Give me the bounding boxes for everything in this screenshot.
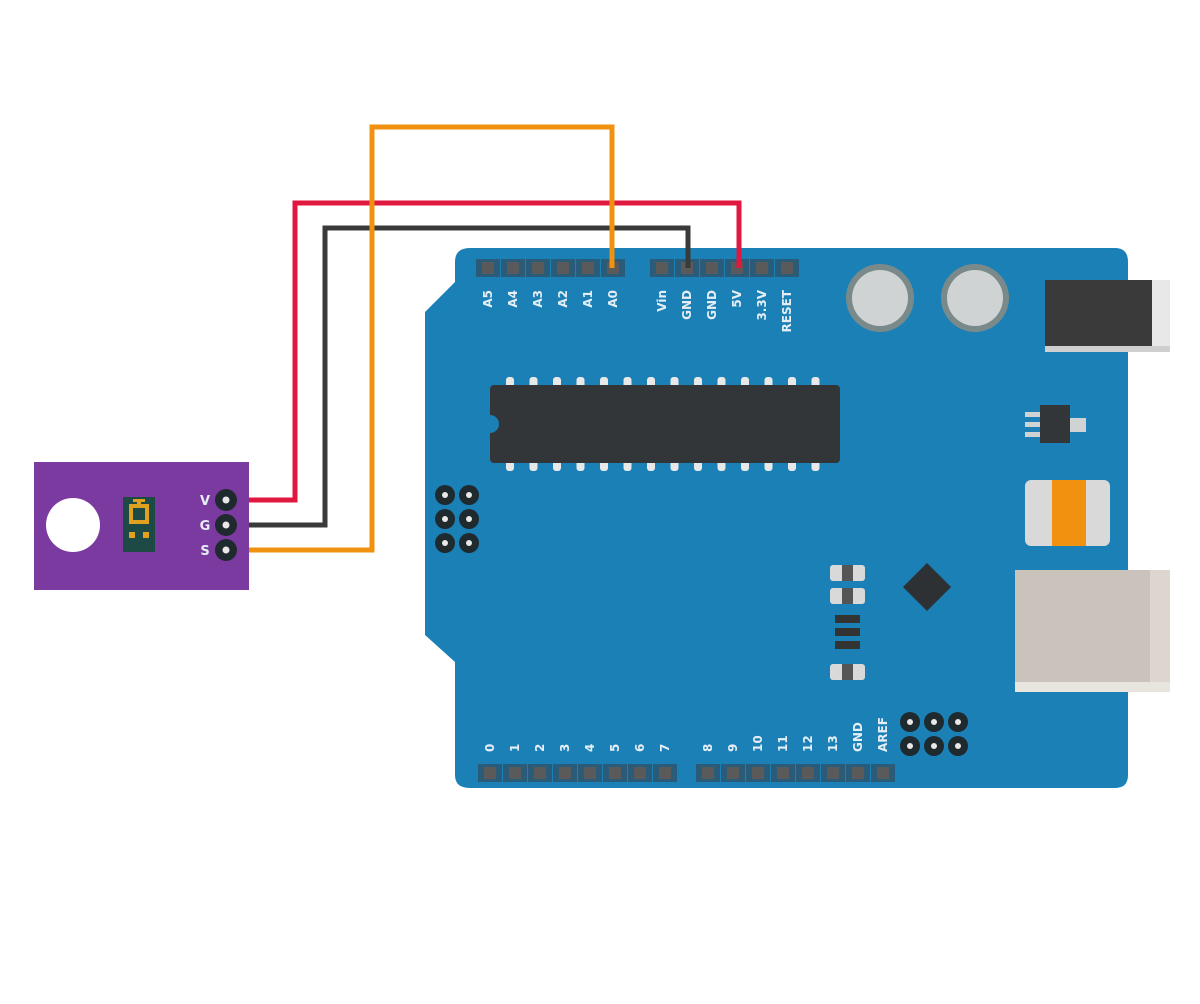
- header-pin: [781, 262, 793, 274]
- pin-label: 3.3V: [755, 289, 769, 320]
- sensor-chip: [123, 497, 155, 552]
- pin-label: 3: [558, 744, 572, 752]
- top-header: A5 A4 A3 A2 A1 A0 Vin GND GND 5V 3.3V RESET: [476, 259, 799, 332]
- pin-label: AREF: [876, 717, 890, 752]
- icsp-header-right: [900, 712, 968, 756]
- capacitor-2: [941, 264, 1009, 332]
- voltage-regulator: [1025, 405, 1086, 443]
- header-pin: [827, 767, 839, 779]
- pin-label: A3: [531, 290, 545, 308]
- wire-gnd: [236, 225, 691, 528]
- dc-power-jack: [1045, 280, 1170, 352]
- crystal-component: [1025, 480, 1110, 546]
- header-pin: [727, 767, 739, 779]
- pin-label: 5V: [730, 289, 744, 307]
- sensor-pin-label: V: [200, 494, 210, 509]
- pin-label: 7: [658, 744, 672, 752]
- pin-label: 9: [726, 744, 740, 752]
- header-pin: [752, 767, 764, 779]
- header-pin: [877, 767, 889, 779]
- pin-label: 0: [483, 744, 497, 752]
- header-pin: [584, 767, 596, 779]
- pin-label: A5: [481, 290, 495, 308]
- mounting-hole: [46, 498, 100, 552]
- header-pin: [609, 767, 621, 779]
- sensor-pin-label: S: [200, 544, 209, 559]
- usb-port: [1015, 570, 1170, 692]
- pin-label: 13: [826, 735, 840, 752]
- header-pin: [659, 767, 671, 779]
- pin-label: 6: [633, 744, 647, 752]
- header-pin: [756, 262, 768, 274]
- header-pin: [534, 767, 546, 779]
- pin-label: A2: [556, 290, 570, 308]
- pin-label: GND: [705, 290, 719, 320]
- pin-label: RESET: [780, 289, 794, 332]
- sensor-pin-label: G: [200, 519, 211, 534]
- pin-label: 11: [776, 735, 790, 752]
- header-pin: [484, 767, 496, 779]
- wire-5v: [236, 200, 742, 503]
- header-pin: [509, 767, 521, 779]
- pin-label: A0: [606, 290, 620, 308]
- icsp-header-left: [435, 485, 479, 553]
- header-pin: [852, 767, 864, 779]
- header-pin: [656, 262, 668, 274]
- header-pin: [802, 767, 814, 779]
- pin-label: 5: [608, 744, 622, 752]
- header-pin: [559, 767, 571, 779]
- sensor-module: VGS: [34, 462, 249, 590]
- header-pin: [634, 767, 646, 779]
- header-pin: [706, 262, 718, 274]
- header-pin: [482, 262, 494, 274]
- pin-label: 1: [508, 744, 522, 752]
- pin-label: 10: [751, 735, 765, 752]
- header-pin: [777, 767, 789, 779]
- pin-label: A4: [506, 290, 520, 308]
- pin-label: GND: [851, 722, 865, 752]
- pin-label: 12: [801, 735, 815, 752]
- header-pin: [557, 262, 569, 274]
- capacitor-1: [846, 264, 914, 332]
- wire-a0: [236, 124, 615, 553]
- pin-label: 2: [533, 744, 547, 752]
- header-pin: [582, 262, 594, 274]
- pin-label: A1: [581, 290, 595, 308]
- pin-label: 8: [701, 744, 715, 752]
- header-pin: [532, 262, 544, 274]
- header-pin: [507, 262, 519, 274]
- header-pin: [702, 767, 714, 779]
- microcontroller-chip: [481, 377, 840, 471]
- pin-label: GND: [680, 290, 694, 320]
- pin-label: Vin: [655, 290, 669, 312]
- arduino-board: [425, 248, 1128, 788]
- smd-components: [830, 562, 952, 680]
- pin-label: 4: [583, 744, 597, 752]
